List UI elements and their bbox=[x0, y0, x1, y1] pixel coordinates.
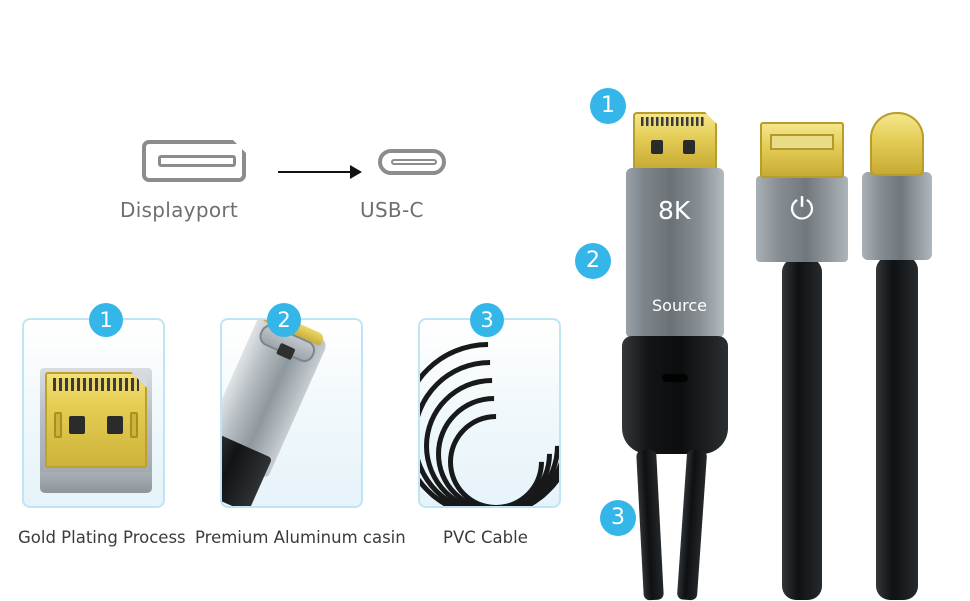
feature-caption-1: Gold Plating Process bbox=[18, 528, 186, 547]
source-text: Source bbox=[652, 296, 707, 315]
dp-connector-latch-left bbox=[54, 412, 62, 438]
feature-badge-1: 1 bbox=[89, 303, 123, 337]
displayport-aluminum-housing bbox=[626, 168, 724, 338]
product-photo: 8K Source ⏻ bbox=[560, 0, 970, 601]
feature-badge-2: 2 bbox=[267, 303, 301, 337]
aluminum-shell-contact-chip bbox=[276, 342, 296, 361]
dp-connector-hole-right bbox=[107, 416, 123, 434]
pvc-cable-branch-left bbox=[636, 449, 664, 601]
displayport-cable-boot bbox=[622, 336, 728, 454]
aluminum-shell-cable-boot bbox=[222, 431, 273, 506]
dp-connector-gold-face bbox=[45, 372, 147, 468]
feature-caption-2: Premium Aluminum casin bbox=[195, 528, 406, 547]
cable-boot-slot bbox=[662, 374, 688, 382]
usb-a-aluminum-housing bbox=[756, 176, 848, 262]
dp-to-usbc-diagram: Displayport USB-C bbox=[110, 130, 500, 240]
hero-callout-badge-2: 2 bbox=[575, 243, 611, 279]
dp-connector-latch-right bbox=[130, 412, 138, 438]
hero-callout-badge-1: 1 bbox=[590, 88, 626, 124]
displayport-label: Displayport bbox=[120, 198, 239, 222]
displayport-head-hole-left bbox=[651, 140, 663, 154]
usb-c-port-icon bbox=[378, 149, 446, 175]
dp-connector-pins bbox=[53, 378, 139, 391]
hero-callout-badge-3: 3 bbox=[600, 500, 636, 536]
usb-a-gold-plug bbox=[760, 122, 844, 178]
feature-caption-3: PVC Cable bbox=[443, 528, 528, 547]
right-arrow-icon-line bbox=[278, 171, 352, 173]
displayport-head-gold bbox=[633, 112, 717, 170]
usb-a-cable bbox=[782, 258, 822, 600]
resolution-text: 8K bbox=[658, 196, 691, 225]
dp-connector-hole-left bbox=[69, 416, 85, 434]
aluminum-shell-body bbox=[222, 320, 329, 506]
right-arrow-icon-head bbox=[350, 165, 362, 179]
feature-card-gold-plating bbox=[22, 318, 165, 508]
displayport-port-icon bbox=[142, 140, 246, 182]
usb-c-aluminum-housing bbox=[862, 172, 932, 260]
displayport-head-pins bbox=[641, 117, 705, 126]
feature-card-aluminum-casing bbox=[220, 318, 363, 508]
usb-c-label: USB-C bbox=[360, 198, 424, 222]
displayport-head-hole-right bbox=[683, 140, 695, 154]
usb-c-gold-plug bbox=[870, 112, 924, 176]
pvc-cable-branch-right bbox=[676, 449, 708, 601]
displayport-notch-icon bbox=[233, 140, 246, 153]
feature-badge-3: 3 bbox=[470, 303, 504, 337]
usb-logo-icon: ⏻ bbox=[790, 192, 814, 227]
usb-c-cable bbox=[876, 256, 918, 600]
dp-connector-shell bbox=[40, 368, 152, 493]
feature-card-pvc-cable bbox=[418, 318, 561, 508]
aluminum-shell-art bbox=[222, 320, 361, 506]
dp-connector-base bbox=[40, 472, 152, 493]
